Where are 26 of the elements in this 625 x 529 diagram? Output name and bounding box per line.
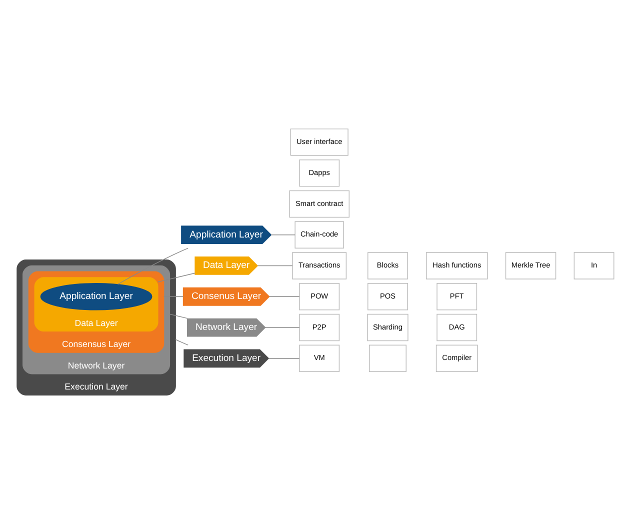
node-box	[368, 344, 406, 372]
connector	[175, 338, 188, 345]
node-box: P2P	[299, 313, 340, 341]
node-box: Chain-code	[294, 220, 344, 248]
connector	[257, 264, 293, 266]
node-box: DAG	[436, 313, 478, 341]
connector	[264, 326, 300, 328]
node-box: Sharding	[367, 313, 408, 341]
node-box: Merkle Tree	[505, 252, 556, 279]
connector	[169, 313, 188, 318]
node-box: Blocks	[368, 252, 408, 279]
connector	[270, 234, 296, 235]
node-box: VM	[299, 344, 340, 372]
node-box: Hash functions	[426, 252, 488, 279]
node-box: PFT	[436, 282, 478, 310]
node-box: Dapps	[299, 158, 340, 186]
node-box: POS	[368, 282, 408, 310]
node-box: Compiler	[436, 344, 478, 372]
node-box: Smart contract	[289, 190, 350, 218]
node-box: Transactions	[292, 252, 347, 279]
connector	[158, 272, 196, 282]
node-box: In	[574, 252, 614, 279]
node-ellipse: Application Layer	[40, 282, 152, 310]
connector	[117, 247, 188, 284]
node-box: POW	[299, 282, 340, 310]
node-box: User interface	[290, 128, 348, 156]
